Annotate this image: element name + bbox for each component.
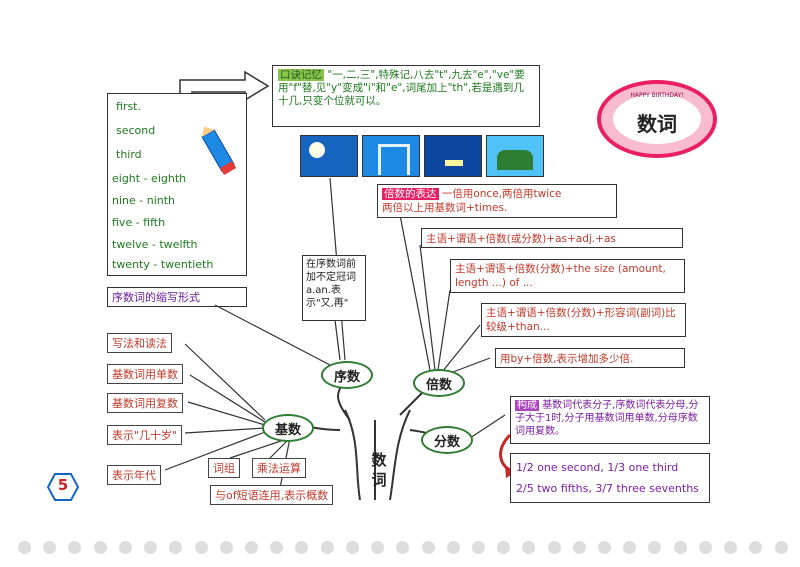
fraction-examples-box: 1/2 one second, 1/3 one third 2/5 two fi…: [510, 453, 710, 503]
node-ordinal: 序数: [321, 361, 373, 389]
pencil-icon: [201, 126, 237, 176]
forest-scene-image: [486, 135, 544, 177]
badge-small-text: HAPPY BIRTHDAY!: [630, 92, 684, 99]
multiple-line1: 一倍用once,两倍用twice: [441, 188, 562, 200]
fraction-heading: 构成: [515, 400, 539, 411]
title-oval: HAPPY BIRTHDAY! 数词: [597, 80, 717, 158]
cardinal-label: 词组: [208, 458, 240, 478]
page-number-hexagon: [47, 473, 79, 501]
cardinal-label: 乘法运算: [252, 458, 306, 478]
fraction-text: 基数词代表分子,序数词代表分母,分子大于1时,分子用基数词用单数,分母序数词用复…: [515, 400, 699, 437]
ordinal-item: twelve - twelfth: [112, 238, 198, 251]
cardinal-label: 与of短语连用,表示概数: [210, 485, 334, 505]
cardinal-label: 表示"几十岁": [107, 425, 183, 445]
ordinal-caption: 序数词的缩写形式: [107, 287, 247, 307]
ordinal-item: nine - ninth: [112, 194, 176, 207]
ordinal-item: twenty - twentieth: [112, 258, 214, 271]
multiple-pattern4: 用by+倍数,表示增加多少倍.: [495, 348, 685, 368]
ordinal-item: eight - eighth: [112, 172, 187, 185]
multiple-heading: 倍数的表达: [382, 188, 439, 200]
root-label: 数词: [371, 451, 387, 489]
cardinal-label: 表示年代: [107, 465, 161, 485]
multiple-pattern3: 主语+谓语+倍数(分数)+形容词(副词)比较级+than...: [481, 303, 686, 337]
night-scene-image: [300, 135, 358, 177]
top-note-box: 口诀记忆 "一,二,三",特殊记,八去"t",九去"e","ve"要用"f"替,…: [272, 65, 540, 127]
multiple-pattern2: 主语+谓语+倍数(分数)+the size (amount, length ..…: [450, 259, 685, 293]
fraction-example-line2: 2/5 two fifths, 3/7 three sevenths: [516, 482, 699, 495]
binding-holes: [18, 541, 788, 555]
cardinal-label: 基数词用单数: [107, 364, 183, 384]
multiple-heading-box: 倍数的表达 一倍用once,两倍用twice 两倍以上用基数词+times.: [377, 184, 617, 218]
ordinal-item: second: [116, 124, 156, 137]
cardinal-label: 写法和读法: [107, 333, 172, 353]
boat-scene-image: [424, 135, 482, 177]
ordinal-item: first.: [116, 100, 141, 113]
node-cardinal: 基数: [262, 414, 314, 442]
cardinal-label: 基数词用复数: [107, 393, 183, 413]
ordinal-article-note: 在序数词前加不定冠词a.an.表示"又,再": [302, 255, 366, 321]
ordinal-item: third: [116, 148, 142, 161]
multiple-line2: 两倍以上用基数词+times.: [382, 202, 508, 214]
top-note-heading: 口诀记忆: [278, 69, 324, 81]
node-multiple: 倍数: [413, 369, 465, 397]
fraction-note-box: 构成 基数词代表分子,序数词代表分母,分子大于1时,分子用基数词用单数,分母序数…: [510, 396, 710, 444]
ordinal-list-box: first. second third eight - eighth nine …: [107, 93, 247, 276]
ordinal-item: five - fifth: [112, 216, 166, 229]
page-title: 数词: [637, 112, 677, 136]
page-number: 5: [57, 476, 69, 494]
bridge-scene-image: [362, 135, 420, 177]
fraction-example-line1: 1/2 one second, 1/3 one third: [516, 461, 679, 474]
node-fraction: 分数: [421, 426, 473, 454]
multiple-pattern1: 主语+谓语+倍数(或分数)+as+adj.+as: [421, 228, 683, 248]
top-note-text: "一,二,三",特殊记,八去"t",九去"e","ve"要用"f"替,见"y"变…: [278, 69, 525, 107]
